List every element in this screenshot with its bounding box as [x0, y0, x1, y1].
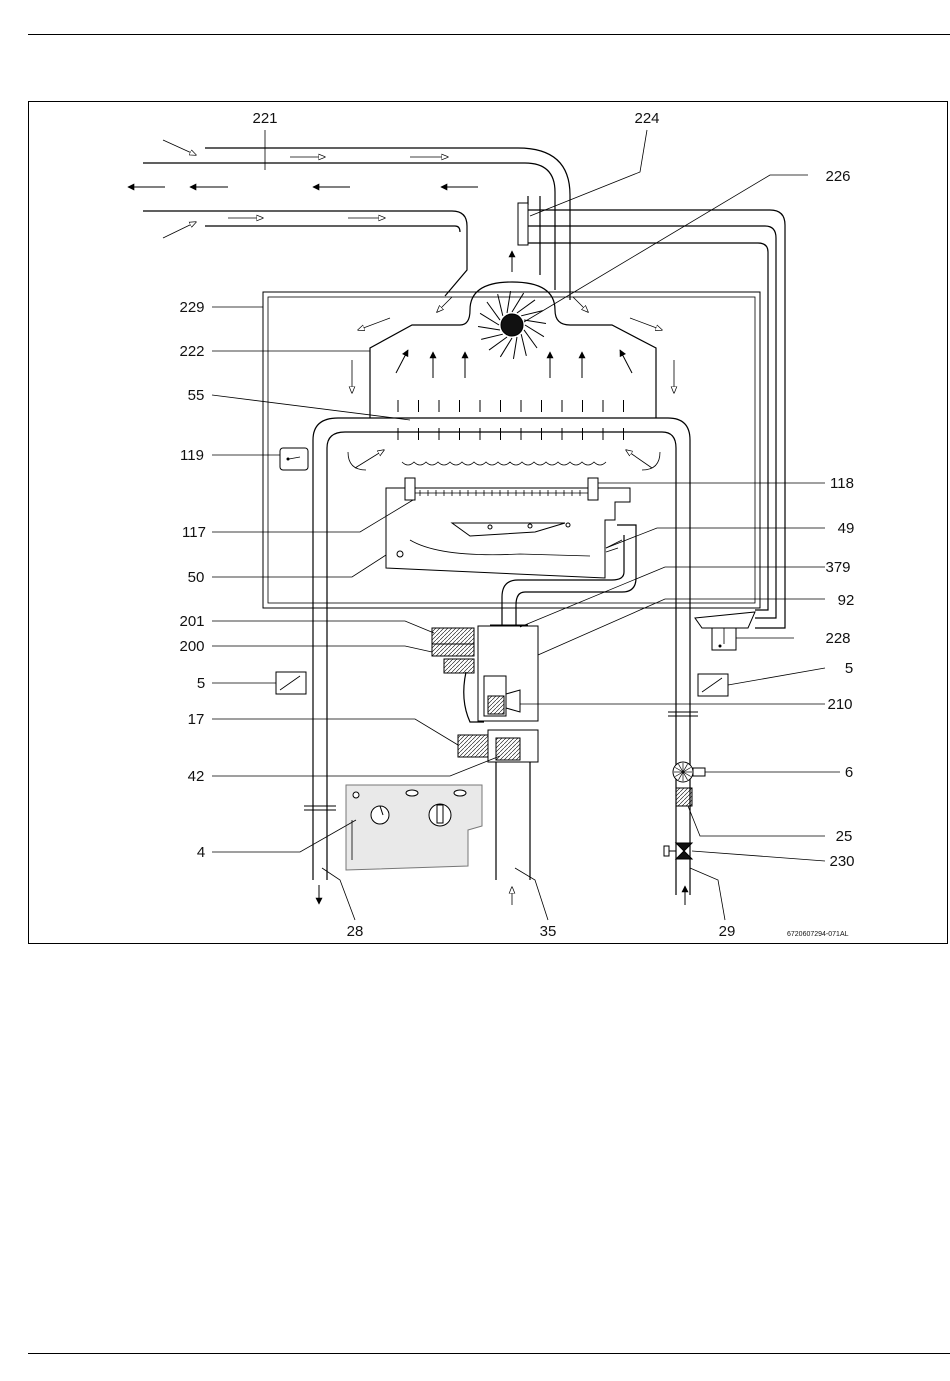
label-92: 92	[838, 592, 855, 609]
label-118: 118	[830, 475, 854, 492]
fan-icon	[478, 291, 546, 359]
control-panel	[346, 785, 482, 870]
flow-turbine-icon	[673, 762, 705, 782]
label-210: 210	[827, 696, 852, 713]
label-379: 379	[825, 559, 850, 576]
label-117: 117	[182, 524, 206, 541]
water-filter-icon	[676, 788, 692, 806]
label-6: 6	[845, 764, 853, 781]
temperature-sensor-right-icon	[698, 674, 728, 696]
label-29: 29	[719, 923, 736, 940]
label-119: 119	[180, 447, 204, 464]
label-49: 49	[838, 520, 855, 537]
label-55: 55	[188, 387, 205, 404]
label-17: 17	[188, 711, 205, 728]
pressure-switch-icon	[695, 612, 755, 650]
label-5-right: 5	[845, 660, 853, 677]
label-229: 229	[179, 299, 204, 316]
label-230: 230	[829, 853, 854, 870]
label-200: 200	[179, 638, 204, 655]
fan-hood	[370, 282, 656, 418]
label-25: 25	[836, 828, 853, 845]
label-228: 228	[825, 630, 850, 647]
label-201: 201	[179, 613, 204, 630]
flue-duct-group	[128, 140, 570, 300]
temperature-sensor-left-icon	[276, 672, 306, 694]
label-221: 221	[252, 110, 277, 127]
cold-water-valve-icon	[664, 843, 692, 859]
overheat-limiter-icon	[280, 448, 308, 470]
figure-code: 6720607294-071AL	[787, 931, 849, 938]
burner	[386, 478, 630, 578]
label-50: 50	[188, 569, 205, 586]
label-222: 222	[179, 343, 204, 360]
label-5-left: 5	[197, 675, 205, 692]
label-28: 28	[347, 923, 364, 940]
label-224: 224	[634, 110, 659, 127]
label-4: 4	[197, 844, 205, 861]
label-35: 35	[540, 923, 557, 940]
label-226: 226	[825, 168, 850, 185]
label-42: 42	[188, 768, 205, 785]
